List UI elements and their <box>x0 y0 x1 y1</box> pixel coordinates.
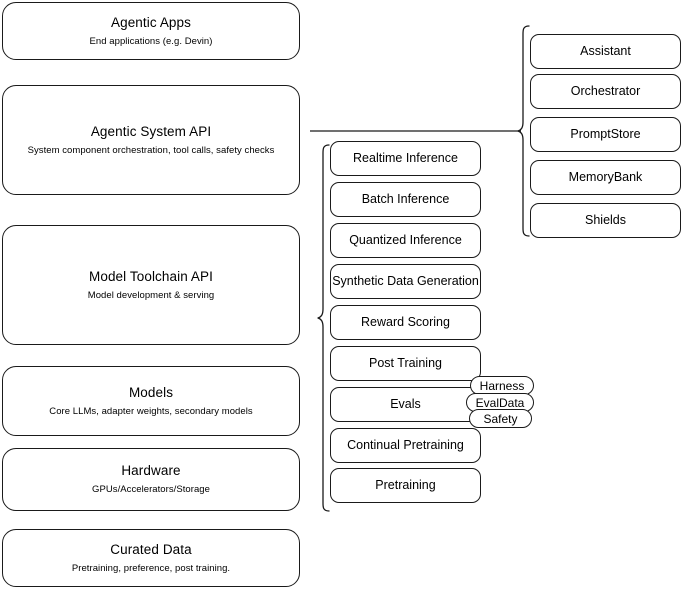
system-component-assistant[interactable]: Assistant <box>530 34 681 69</box>
system-component-label: Shields <box>585 213 626 227</box>
capability-pretraining[interactable]: Pretraining <box>330 468 481 503</box>
layer-title: Hardware <box>121 463 181 478</box>
capability-label: Pretraining <box>375 478 436 492</box>
evals-tag-label: Harness <box>479 378 525 393</box>
layer-subtitle: Pretraining, preference, post training. <box>71 562 231 574</box>
layer-card-agentic-apps[interactable]: Agentic Apps End applications (e.g. Devi… <box>2 2 300 60</box>
layer-title: Curated Data <box>110 541 192 557</box>
layer-subtitle: Model development & serving <box>87 289 215 301</box>
capability-reward-scoring[interactable]: Reward Scoring <box>330 305 481 340</box>
layer-subtitle: End applications (e.g. Devin) <box>89 35 213 47</box>
capability-label: Continual Pretraining <box>347 438 464 452</box>
capability-label: Evals <box>390 397 421 411</box>
layer-title: Agentic System API <box>90 123 212 139</box>
capability-label: Batch Inference <box>361 192 450 206</box>
capability-quantized-inference[interactable]: Quantized Inference <box>330 223 481 258</box>
layer-card-agentic-system-api[interactable]: Agentic System API System component orch… <box>2 85 300 195</box>
layer-subtitle: Core LLMs, adapter weights, secondary mo… <box>49 405 253 417</box>
capability-synthetic-data-generation[interactable]: Synthetic Data Generation <box>330 264 481 299</box>
layer-subtitle: System component orchestration, tool cal… <box>27 144 275 156</box>
capability-label: Reward Scoring <box>361 315 450 329</box>
capability-evals[interactable]: Evals <box>330 387 481 422</box>
system-component-memorybank[interactable]: MemoryBank <box>530 160 681 195</box>
layer-card-hardware[interactable]: Hardware GPUs/Accelerators/Storage <box>2 448 300 511</box>
system-component-shields[interactable]: Shields <box>530 203 681 238</box>
capability-label: Realtime Inference <box>353 151 458 165</box>
system-component-label: Orchestrator <box>570 84 641 98</box>
system-component-label: PromptStore <box>570 127 641 141</box>
layer-title: Model Toolchain API <box>89 268 213 284</box>
capability-continual-pretraining[interactable]: Continual Pretraining <box>330 428 481 463</box>
layer-card-model-toolchain-api[interactable]: Model Toolchain API Model development & … <box>2 225 300 345</box>
capability-realtime-inference[interactable]: Realtime Inference <box>330 141 481 176</box>
capability-label: Synthetic Data Generation <box>332 274 479 288</box>
capability-batch-inference[interactable]: Batch Inference <box>330 182 481 217</box>
layer-card-models[interactable]: Models Core LLMs, adapter weights, secon… <box>2 366 300 436</box>
layer-subtitle: GPUs/Accelerators/Storage <box>92 484 210 495</box>
layer-title: Models <box>128 384 174 400</box>
system-component-orchestrator[interactable]: Orchestrator <box>530 74 681 109</box>
system-component-label: Assistant <box>580 44 631 58</box>
layer-title: Agentic Apps <box>110 14 191 30</box>
capability-label: Post Training <box>369 356 442 370</box>
capability-label: Quantized Inference <box>349 233 462 247</box>
evals-tag-label: Safety <box>483 411 518 426</box>
evals-tag-safety[interactable]: Safety <box>469 409 532 428</box>
layer-card-curated-data[interactable]: Curated Data Pretraining, preference, po… <box>2 529 300 587</box>
system-component-label: MemoryBank <box>568 170 643 184</box>
capability-post-training[interactable]: Post Training <box>330 346 481 381</box>
system-component-promptstore[interactable]: PromptStore <box>530 117 681 152</box>
evals-tag-label: EvalData <box>475 395 525 410</box>
